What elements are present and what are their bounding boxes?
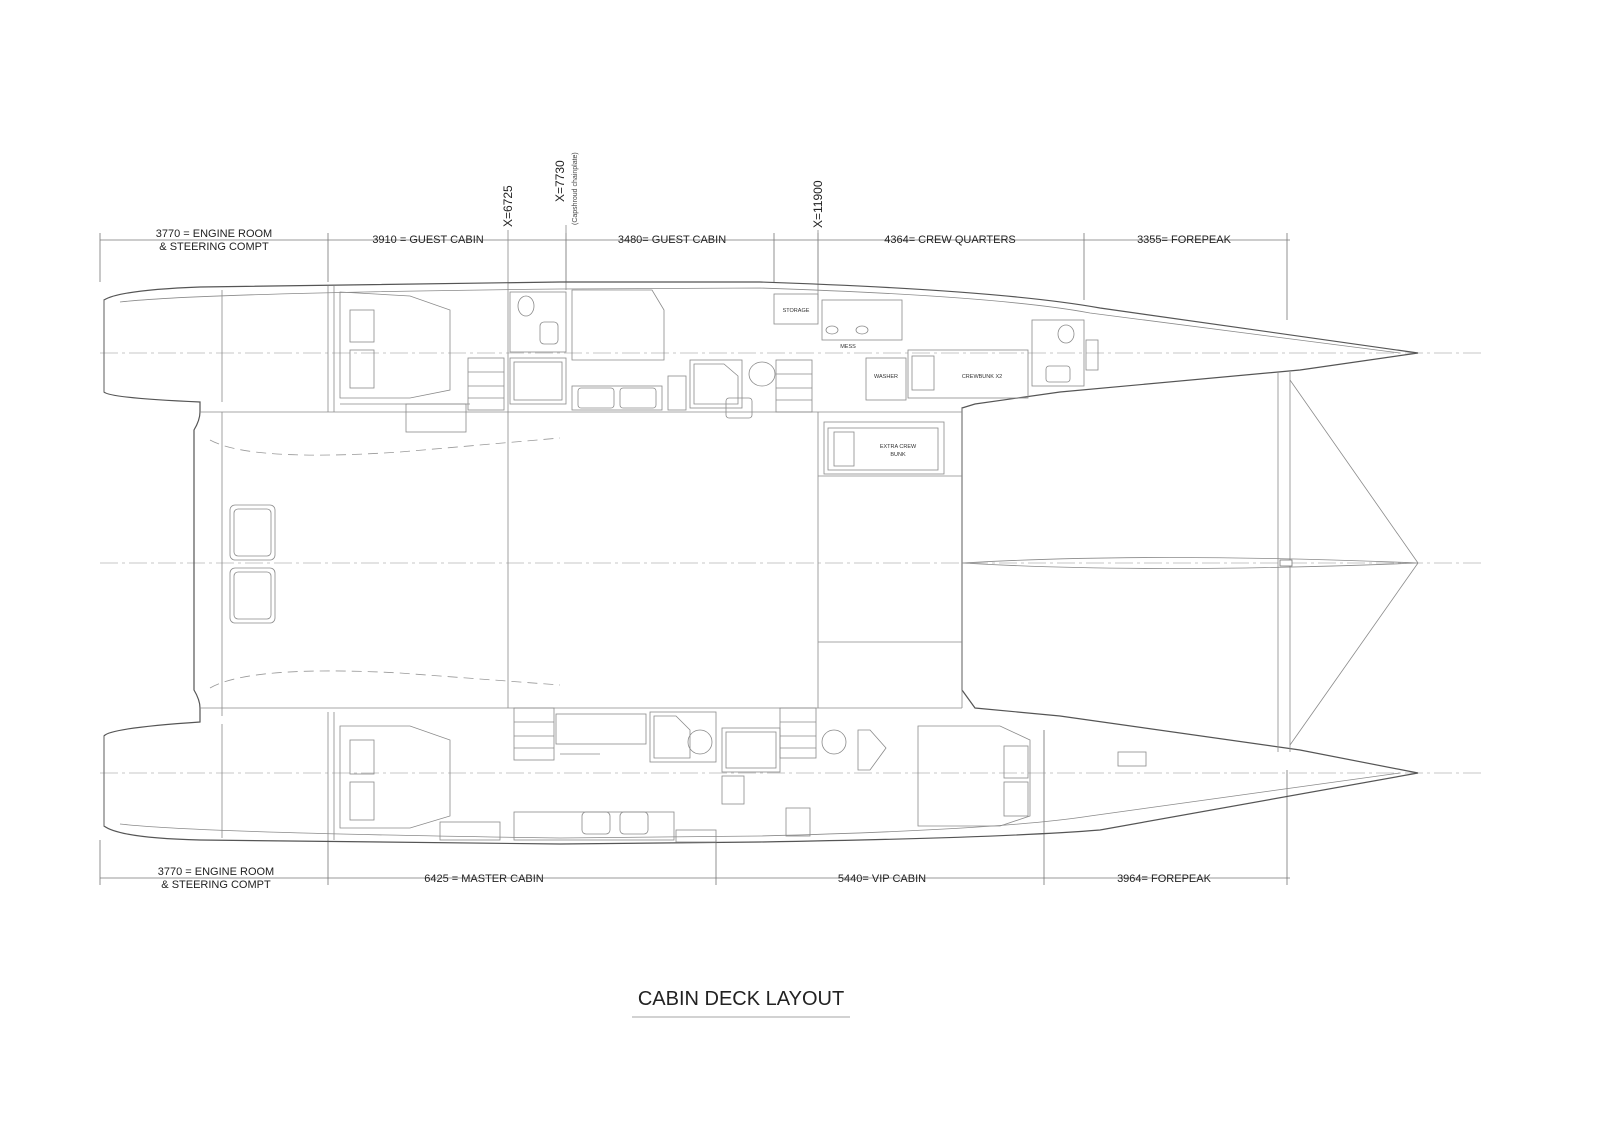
top-dimension-line: [99, 233, 1290, 320]
drawing-title: CABIN DECK LAYOUT: [638, 988, 844, 1010]
bottom-dim-vip-cabin: 5440= VIP CABIN: [838, 873, 926, 885]
top-dim-forepeak: 3355= FOREPEAK: [1137, 234, 1232, 246]
station-marker-x7730-note: (Capshroud chainplate): [572, 152, 579, 225]
bottom-dim-engine-room-1: 3770 = ENGINE ROOM: [158, 866, 274, 878]
station-marker-x6725: X=6725: [501, 185, 515, 227]
top-dim-guest-cabin-aft: 3910 = GUEST CABIN: [372, 234, 483, 246]
label-washer: WASHER: [874, 374, 898, 380]
station-marker-x7730: X=7730: [553, 160, 567, 202]
lower-hull-interior: [327, 707, 1147, 843]
top-dim-guest-cabin-fwd: 3480= GUEST CABIN: [618, 234, 726, 246]
label-extra-crew-2: BUNK: [890, 452, 906, 458]
label-storage: STORAGE: [783, 308, 810, 314]
centerlines: [100, 352, 1485, 774]
station-marker-lines: [507, 225, 819, 300]
top-dim-engine-room-2: & STEERING COMPT: [159, 241, 269, 253]
hull-outline: [103, 281, 1419, 845]
label-mess: MESS: [840, 344, 856, 350]
upper-hull-interior: STORAGE MESS WASHER CREWBUNK X2 EXTRA CR…: [327, 286, 1099, 475]
label-extra-crew-1: EXTRA CREW: [880, 444, 917, 450]
bottom-dim-master-cabin: 6425 = MASTER CABIN: [424, 873, 544, 885]
top-dim-engine-room-1: 3770 = ENGINE ROOM: [156, 228, 272, 240]
top-dim-crew-quarters: 4364= CREW QUARTERS: [884, 234, 1016, 246]
label-crew-bunk: CREWBUNK X2: [962, 374, 1002, 380]
bottom-dim-forepeak: 3964= FOREPEAK: [1117, 873, 1212, 885]
deck-hatches: [229, 290, 962, 708]
bottom-dim-engine-room-2: & STEERING COMPT: [161, 879, 271, 891]
station-marker-x11900: X=11900: [811, 180, 825, 228]
